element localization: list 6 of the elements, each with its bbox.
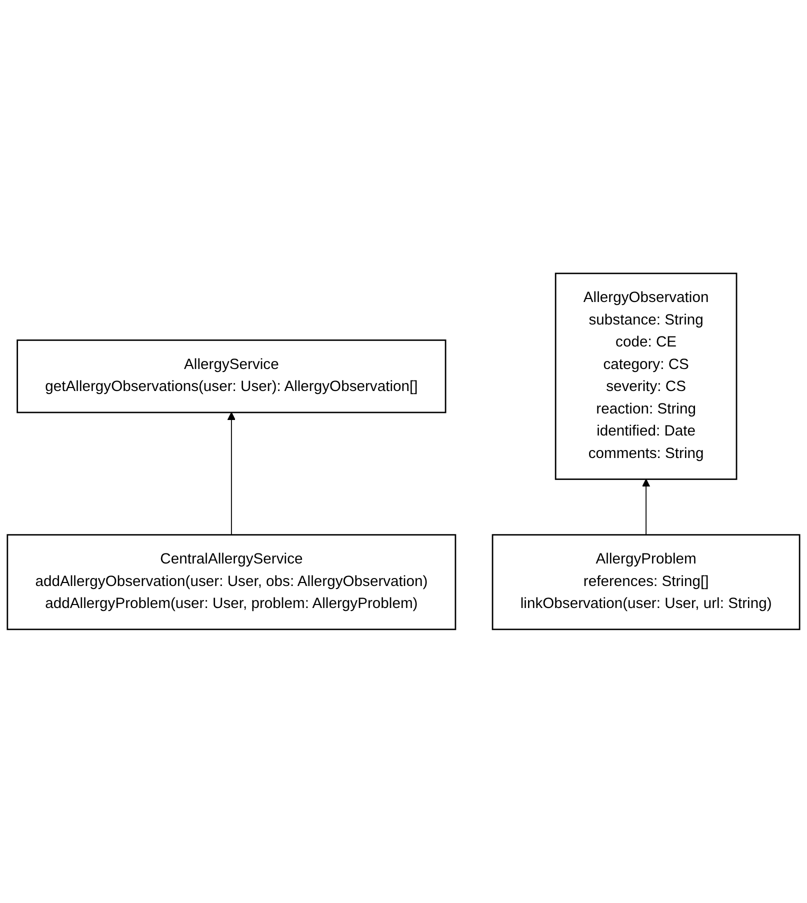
node-box: AllergyObservation substance: String code: CE category: CS severity: CS reaction: String identified: Date comments: String — [554, 272, 738, 480]
arrow — [642, 478, 650, 536]
arrow — [227, 412, 236, 536]
node-box: AllergyService getAllergyObservations(user: User): AllergyObservation[] — [16, 340, 446, 414]
node-box: CentralAllergyService addAllergyObservation(user: User, obs: AllergyObservation) addAllergyProblem(user: User, problem: AllergyProblem) — [6, 534, 456, 630]
node-box: AllergyProblem references: String[] linkObservation(user: User, url: String) — [492, 534, 800, 630]
